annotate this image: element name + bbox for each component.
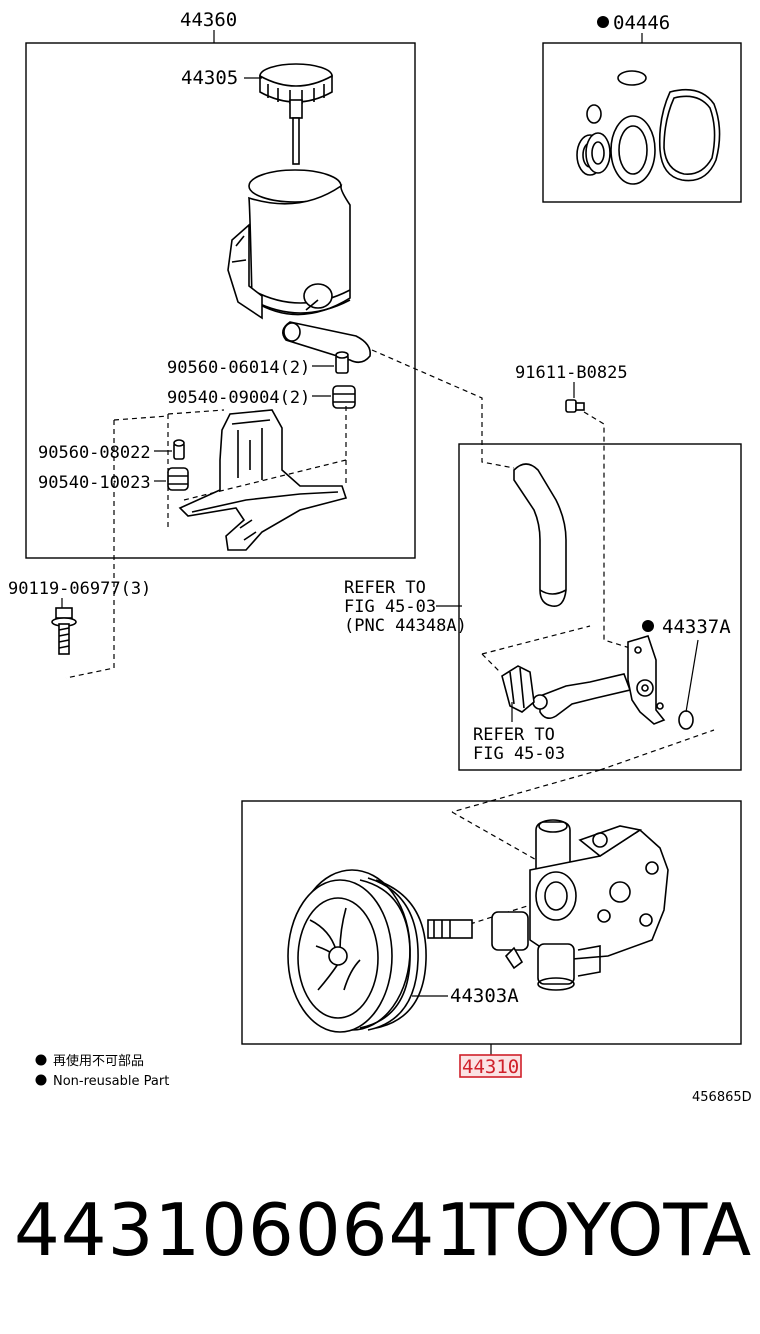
pressure-pipe-icon: [532, 635, 666, 725]
legend-dot-cn: [35, 1054, 47, 1066]
leader-44337A: [685, 639, 699, 713]
bushing-small-icon: [335, 351, 349, 374]
grommet-icon: [332, 385, 356, 409]
return-hose-icon: [513, 463, 567, 607]
reservoir-tank-icon: [227, 169, 372, 364]
guide-dash-5: [113, 415, 169, 421]
label-90560-08022: 90560-08022: [38, 443, 151, 463]
grommet-icon-2: [167, 467, 189, 491]
gasket-kit-box: [542, 42, 742, 203]
footer-part-number: 4431060641: [14, 1188, 483, 1272]
refer1-line1: REFER TO: [344, 578, 426, 598]
label-90540-10023: 90540-10023: [38, 473, 151, 493]
legend-cn: 再使用不可部品: [53, 1053, 144, 1069]
o-ring-icon: [678, 710, 694, 730]
guide-dash-4: [183, 459, 347, 501]
reservoir-group-box: [25, 42, 416, 559]
pulley-icon: [287, 869, 473, 1033]
label-44337A: 44337A: [662, 616, 731, 638]
refer1-line2: FIG 45-03: [344, 597, 436, 617]
part-44310-highlight-box[interactable]: [459, 1054, 522, 1078]
guide-dash-pipe-1: [481, 625, 591, 655]
bolt-icon: [51, 607, 77, 655]
label-90560-06014: 90560-06014(2): [167, 358, 310, 378]
label-90119-06977: 90119-06977(3): [8, 579, 151, 599]
guide-dash-pump: [451, 811, 541, 863]
pipe-group-box: [458, 443, 742, 771]
reservoir-cap-icon: [259, 63, 333, 165]
label-90540-09004: 90540-09004(2): [167, 388, 310, 408]
pipe-grommet-icon: [501, 665, 535, 713]
label-44303A: 44303A: [450, 985, 519, 1007]
label-91611-B0825: 91611-B0825: [515, 363, 628, 383]
power-steering-pump-icon: [491, 819, 669, 991]
guide-dash-outlet: [371, 349, 515, 469]
non-reusable-dot: [597, 16, 609, 28]
footer-brand: TOYOTA: [470, 1188, 752, 1272]
product-footer: 4431060641 TOYOTA: [0, 1180, 760, 1290]
legend-en: Non-reusable Part: [53, 1074, 169, 1089]
parts-diagram: 44360 44305 90560-06014(2) 90540-09004(2…: [8, 9, 752, 1105]
label-04446: 04446: [613, 12, 670, 34]
label-44310[interactable]: 44310: [462, 1056, 519, 1078]
guide-dash-pipe-3: [599, 729, 715, 771]
refer2-line2: FIG 45-03: [473, 744, 565, 764]
label-44360: 44360: [180, 9, 237, 31]
guide-dash-pipe-2: [481, 653, 501, 673]
guide-dash-clip: [583, 411, 631, 649]
guide-dash-6: [65, 420, 115, 679]
non-reusable-dot-2: [642, 620, 654, 632]
refer1-line3: (PNC 44348A): [344, 616, 467, 636]
bushing-small-icon-2: [173, 439, 185, 460]
figure-code: 456865D: [692, 1090, 752, 1105]
guide-dash-pipe-4: [451, 769, 601, 813]
refer2-line1: REFER TO: [473, 725, 555, 745]
label-44305: 44305: [181, 67, 238, 89]
gasket-kit-icon: [576, 70, 721, 185]
guide-dash-2: [167, 409, 225, 415]
legend-dot-en: [35, 1074, 47, 1086]
clip-bolt-icon: [565, 399, 585, 413]
